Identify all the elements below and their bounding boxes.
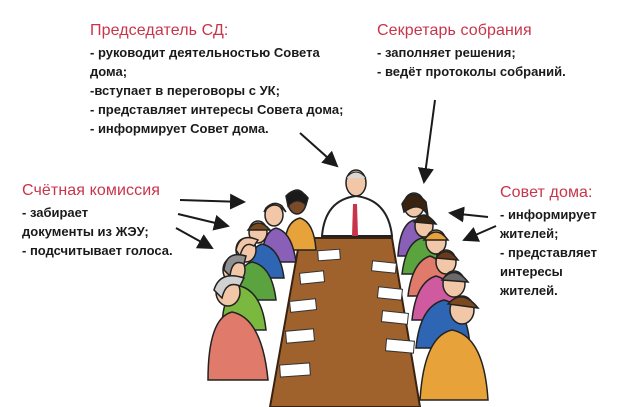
audit-title: Счётная комиссия bbox=[22, 182, 160, 199]
council-line: интересы bbox=[500, 264, 563, 279]
audit-line: - забирает bbox=[22, 205, 89, 220]
council-title: Совет дома: bbox=[500, 184, 593, 201]
audit-line: - подсчитывает голоса. bbox=[22, 243, 173, 258]
papers bbox=[279, 248, 416, 378]
left-participants bbox=[207, 189, 317, 381]
council-line: - представляет bbox=[500, 245, 597, 260]
council-line: жителей. bbox=[500, 283, 558, 298]
council-line: - информирует bbox=[500, 207, 597, 222]
chairman-line: - представляет интересы Совета дома; bbox=[90, 102, 344, 117]
council-line: жителей; bbox=[500, 226, 559, 241]
secretary-block: Секретарь собрания - заполняет решения; … bbox=[377, 22, 566, 81]
arrow-chairman bbox=[299, 132, 339, 168]
arrow-council-1 bbox=[448, 206, 489, 223]
arrow-audit-1 bbox=[179, 193, 246, 210]
chairman-figure bbox=[320, 169, 394, 237]
secretary-line: - ведёт протоколы собраний. bbox=[377, 64, 566, 79]
chairman-line: дома; bbox=[90, 64, 128, 79]
audit-line: документы из ЖЭУ; bbox=[22, 224, 149, 239]
chairman-line: - руководит деятельностью Совета bbox=[90, 45, 320, 60]
chairman-block: Председатель СД: - руководит деятельност… bbox=[90, 22, 343, 138]
council-block: Совет дома: - информирует жителей; - пре… bbox=[500, 184, 597, 300]
chairman-title: Председатель СД: bbox=[90, 22, 229, 39]
secretary-title: Секретарь собрания bbox=[377, 22, 532, 39]
chairman-line: - информирует Совет дома. bbox=[90, 121, 269, 136]
secretary-line: - заполняет решения; bbox=[377, 45, 516, 60]
right-participants bbox=[397, 192, 489, 401]
arrow-audit-2 bbox=[177, 213, 230, 231]
arrows bbox=[175, 99, 497, 249]
arrow-audit-3 bbox=[175, 227, 214, 249]
chairman-line: -вступает в переговоры с УК; bbox=[90, 83, 280, 98]
arrow-council-2 bbox=[462, 225, 497, 242]
audit-block: Счётная комиссия - забирает документы из… bbox=[22, 182, 173, 260]
arrow-secretary bbox=[417, 99, 436, 184]
